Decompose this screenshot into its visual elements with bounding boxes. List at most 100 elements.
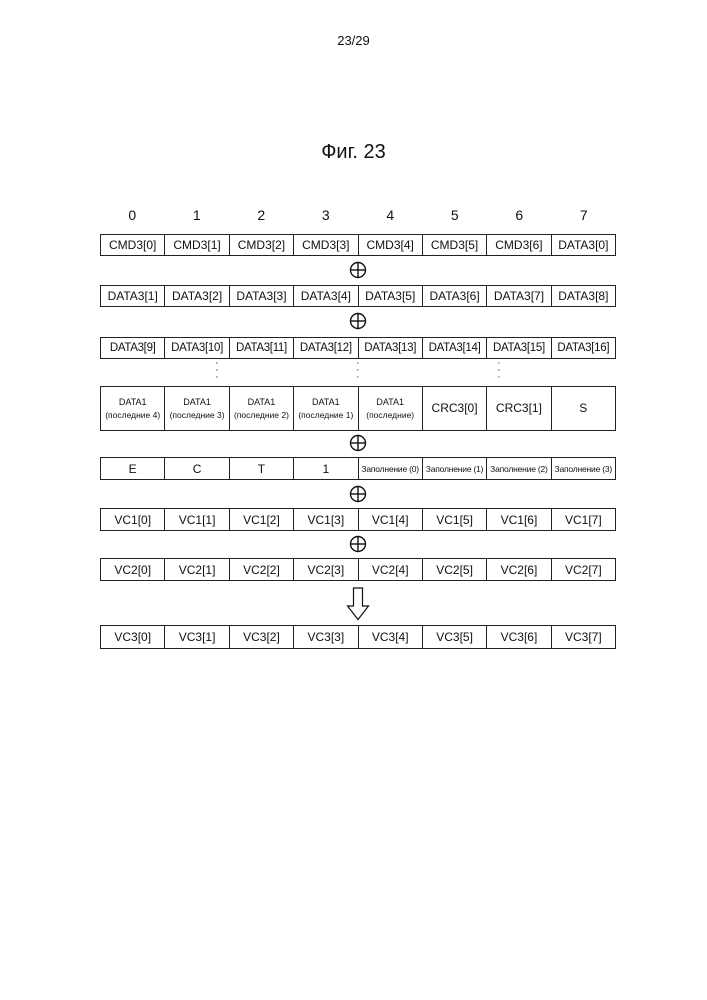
row-cell: DATA3[13] [358, 338, 422, 358]
vertical-ellipsis-icon: ··· [497, 360, 501, 381]
row-cell: DATA3[6] [422, 286, 486, 306]
row-cell: E [101, 458, 164, 479]
row-cell: VC1[1] [164, 509, 228, 530]
column-header: 7 [552, 207, 617, 223]
row-cell: VC2[6] [486, 559, 550, 580]
row-cell: S [551, 387, 615, 430]
ect-padding-row: E C T 1 Заполнение (0) Заполнение (1) За… [100, 457, 616, 480]
xor-icon [349, 535, 367, 553]
row-cell: VC3[6] [486, 626, 550, 648]
vertical-ellipsis-icon: ··· [356, 360, 360, 381]
column-header: 0 [100, 207, 165, 223]
xor-icon [349, 261, 367, 279]
row-cell: DATA3[14] [422, 338, 486, 358]
row-cell: DATA3[15] [486, 338, 550, 358]
vc1-row: VC1[0] VC1[1] VC1[2] VC1[3] VC1[4] VC1[5… [100, 508, 616, 531]
cell-main: DATA1 [248, 396, 276, 409]
row-cell: DATA1 (последние) [358, 387, 422, 430]
row-cell: VC3[3] [293, 626, 357, 648]
row-cell: DATA1 (последние 3) [164, 387, 228, 430]
row-cell: VC2[1] [164, 559, 228, 580]
xor-icon [349, 485, 367, 503]
row-cell: VC1[5] [422, 509, 486, 530]
row-cell: VC1[6] [486, 509, 550, 530]
row-cell: DATA3[2] [164, 286, 228, 306]
column-header: 2 [229, 207, 294, 223]
row-cell: DATA3[16] [551, 338, 615, 358]
row-cell: CMD3[3] [293, 235, 357, 255]
xor-icon [349, 312, 367, 330]
row-cell: DATA3[4] [293, 286, 357, 306]
row-cell: CMD3[1] [164, 235, 228, 255]
row-cell: VC2[5] [422, 559, 486, 580]
row-cell: CMD3[6] [486, 235, 550, 255]
row-cell: VC3[7] [551, 626, 615, 648]
row-cell: CMD3[5] [422, 235, 486, 255]
row-cell: DATA3[5] [358, 286, 422, 306]
column-header: 5 [423, 207, 488, 223]
row-cell: Заполнение (2) [486, 458, 550, 479]
column-headers: 0 1 2 3 4 5 6 7 [100, 207, 616, 223]
vc3-row: VC3[0] VC3[1] VC3[2] VC3[3] VC3[4] VC3[5… [100, 625, 616, 649]
row-cell: VC1[3] [293, 509, 357, 530]
row-cell: Заполнение (0) [358, 458, 422, 479]
row-cell: DATA1 (последние 4) [101, 387, 164, 430]
column-header: 4 [358, 207, 423, 223]
row-cell: VC3[4] [358, 626, 422, 648]
cmd3-row: CMD3[0] CMD3[1] CMD3[2] CMD3[3] CMD3[4] … [100, 234, 616, 256]
row-cell: VC2[0] [101, 559, 164, 580]
row-cell: DATA3[11] [229, 338, 293, 358]
row-cell: VC3[0] [101, 626, 164, 648]
row-cell: DATA3[7] [486, 286, 550, 306]
xor-icon [349, 434, 367, 452]
cell-sub: (последние 2) [234, 409, 289, 422]
row-cell: 1 [293, 458, 357, 479]
row-cell: CMD3[2] [229, 235, 293, 255]
row-cell: VC1[2] [229, 509, 293, 530]
column-header: 1 [165, 207, 230, 223]
figure-title: Фиг. 23 [0, 141, 707, 164]
row-cell: DATA3[12] [293, 338, 357, 358]
cell-main: DATA1 [119, 396, 147, 409]
row-cell: CMD3[0] [101, 235, 164, 255]
cell-sub: (последние 1) [298, 409, 353, 422]
cell-sub: (последние) [366, 409, 414, 422]
row-cell: DATA3[0] [551, 235, 615, 255]
row-cell: VC2[3] [293, 559, 357, 580]
row-cell: CRC3[1] [486, 387, 550, 430]
row-cell: CRC3[0] [422, 387, 486, 430]
row-cell: DATA1 (последние 1) [293, 387, 357, 430]
row-cell: CMD3[4] [358, 235, 422, 255]
row-cell: VC2[7] [551, 559, 615, 580]
row-cell: VC2[4] [358, 559, 422, 580]
row-cell: T [229, 458, 293, 479]
row-cell: VC2[2] [229, 559, 293, 580]
row-cell: Заполнение (3) [551, 458, 615, 479]
row-cell: VC3[1] [164, 626, 228, 648]
vertical-ellipsis-icon: ··· [215, 360, 219, 381]
data1-tail-row: DATA1 (последние 4) DATA1 (последние 3) … [100, 386, 616, 431]
row-cell: DATA3[8] [551, 286, 615, 306]
down-arrow-icon [346, 587, 370, 621]
data3-row-a: DATA3[1] DATA3[2] DATA3[3] DATA3[4] DATA… [100, 285, 616, 307]
page-number: 23/29 [0, 33, 707, 48]
row-cell: VC3[5] [422, 626, 486, 648]
row-cell: DATA3[9] [101, 338, 164, 358]
row-cell: DATA3[10] [164, 338, 228, 358]
column-header: 3 [294, 207, 359, 223]
column-header: 6 [487, 207, 552, 223]
cell-main: DATA1 [312, 396, 340, 409]
row-cell: DATA1 (последние 2) [229, 387, 293, 430]
row-cell: VC3[2] [229, 626, 293, 648]
cell-main: DATA1 [183, 396, 211, 409]
cell-sub: (последние 4) [105, 409, 160, 422]
row-cell: C [164, 458, 228, 479]
row-cell: Заполнение (1) [422, 458, 486, 479]
vc2-row: VC2[0] VC2[1] VC2[2] VC2[3] VC2[4] VC2[5… [100, 558, 616, 581]
row-cell: VC1[7] [551, 509, 615, 530]
row-cell: VC1[4] [358, 509, 422, 530]
cell-sub: (последние 3) [170, 409, 225, 422]
row-cell: VC1[0] [101, 509, 164, 530]
row-cell: DATA3[1] [101, 286, 164, 306]
data3-row-b: DATA3[9] DATA3[10] DATA3[11] DATA3[12] D… [100, 337, 616, 359]
